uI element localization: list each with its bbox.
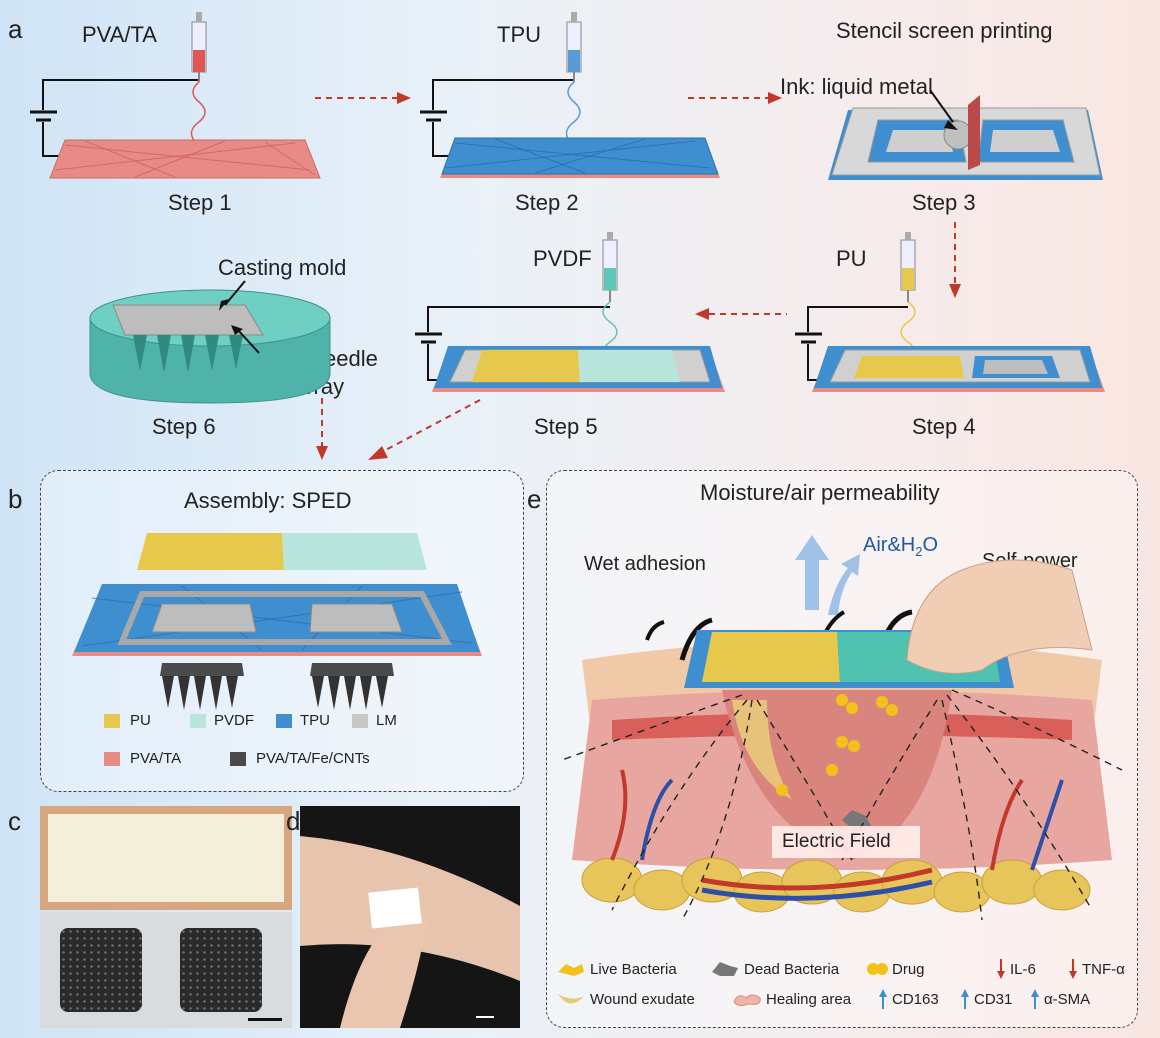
legend-lm-label: LM — [376, 712, 397, 729]
step4-electrospinning-illustration — [795, 232, 1105, 392]
wound-healing-skin-illustration — [561, 535, 1123, 921]
arrow-step1-to-step2 — [315, 92, 411, 104]
step2-electrospinning-illustration — [420, 12, 720, 178]
legend-cd31: CD31 — [974, 991, 1013, 1008]
legend-pu-label: PU — [130, 712, 151, 729]
step6-microneedle-mold-illustration — [89, 280, 331, 404]
legend-healing-area: Healing area — [766, 991, 852, 1008]
legend-drug: Drug — [892, 961, 925, 978]
arrow-step3-to-step4 — [949, 222, 961, 298]
dead-bacteria-icon — [712, 962, 738, 976]
legend-tnfa: TNF-α — [1082, 961, 1125, 978]
cd31-up-arrow-icon — [961, 989, 969, 1009]
step1-material-label: PVA/TA — [82, 22, 157, 47]
air-h2o-label: Air&H2O — [863, 534, 939, 559]
step5-label: Step 5 — [534, 414, 598, 439]
electric-field-label-box: Electric Field — [772, 826, 920, 858]
legend-dead-bacteria: Dead Bacteria — [744, 961, 840, 978]
live-bacteria-icon — [558, 964, 584, 976]
legend-pvdf-label: PVDF — [214, 712, 255, 729]
step3-label: Step 3 — [912, 190, 976, 215]
step1-label: Step 1 — [168, 190, 232, 215]
legend-cnt-label: PVA/TA/Fe/CNTs — [256, 750, 370, 767]
permeability-title: Moisture/air permeability — [700, 480, 940, 505]
cd163-up-arrow-icon — [879, 989, 887, 1009]
panel-d-letter: d — [286, 806, 301, 836]
step1-electrospinning-illustration — [30, 12, 321, 179]
legend-tpu-swatch — [276, 714, 292, 728]
step2-material-label: TPU — [497, 22, 541, 47]
il6-down-arrow-icon — [997, 959, 1005, 979]
legend-cd163: CD163 — [892, 991, 939, 1008]
wet-adhesion-label: Wet adhesion — [584, 553, 706, 575]
electric-field-label: Electric Field — [782, 831, 891, 852]
legend-il6: IL-6 — [1010, 961, 1036, 978]
legend-cnt-swatch — [230, 752, 246, 766]
legend-pu-swatch — [104, 714, 120, 728]
step3-title: Stencil screen printing — [836, 18, 1053, 43]
legend-lm-swatch — [352, 714, 368, 728]
step5-electrospinning-illustration — [415, 232, 725, 392]
legend-pvata-label: PVA/TA — [130, 750, 182, 767]
drug-icon — [867, 963, 888, 975]
step6-casting-mold-label: Casting mold — [218, 255, 347, 280]
microneedle-photo — [40, 912, 292, 1028]
asma-up-arrow-icon — [1031, 989, 1039, 1009]
panel-c-letter: c — [8, 806, 21, 836]
tnfa-down-arrow-icon — [1069, 959, 1077, 979]
legend-wound-exudate: Wound exudate — [590, 991, 695, 1008]
panel-a-letter: a — [8, 14, 23, 44]
arrow-step2-to-step3 — [688, 92, 782, 104]
assembly-title: Assembly: SPED — [184, 488, 352, 513]
panel-b-letter: b — [8, 484, 23, 514]
step5-material-label: PVDF — [533, 246, 592, 271]
wound-exudate-icon — [558, 994, 584, 1004]
legend-tpu-label: TPU — [300, 712, 330, 729]
step2-label: Step 2 — [515, 190, 579, 215]
arm-wearing-photo — [300, 806, 520, 1028]
healing-area-icon — [733, 994, 761, 1007]
step4-label: Step 4 — [912, 414, 976, 439]
step4-material-label: PU — [836, 246, 867, 271]
legend-pvdf-swatch — [190, 714, 206, 728]
step3-ink-label: Ink: liquid metal — [780, 74, 933, 99]
arrows-to-assembly — [316, 398, 481, 460]
dressing-photo — [40, 806, 292, 910]
sped-exploded-view-illustration — [72, 533, 482, 710]
panel-e-letter: e — [527, 484, 542, 514]
legend-live-bacteria: Live Bacteria — [590, 961, 677, 978]
step6-label: Step 6 — [152, 414, 216, 439]
arrow-step4-to-step5 — [695, 308, 787, 320]
legend-asma: α-SMA — [1044, 991, 1091, 1008]
step3-stencil-printing-illustration — [828, 89, 1103, 180]
legend-pvata-swatch — [104, 752, 120, 766]
